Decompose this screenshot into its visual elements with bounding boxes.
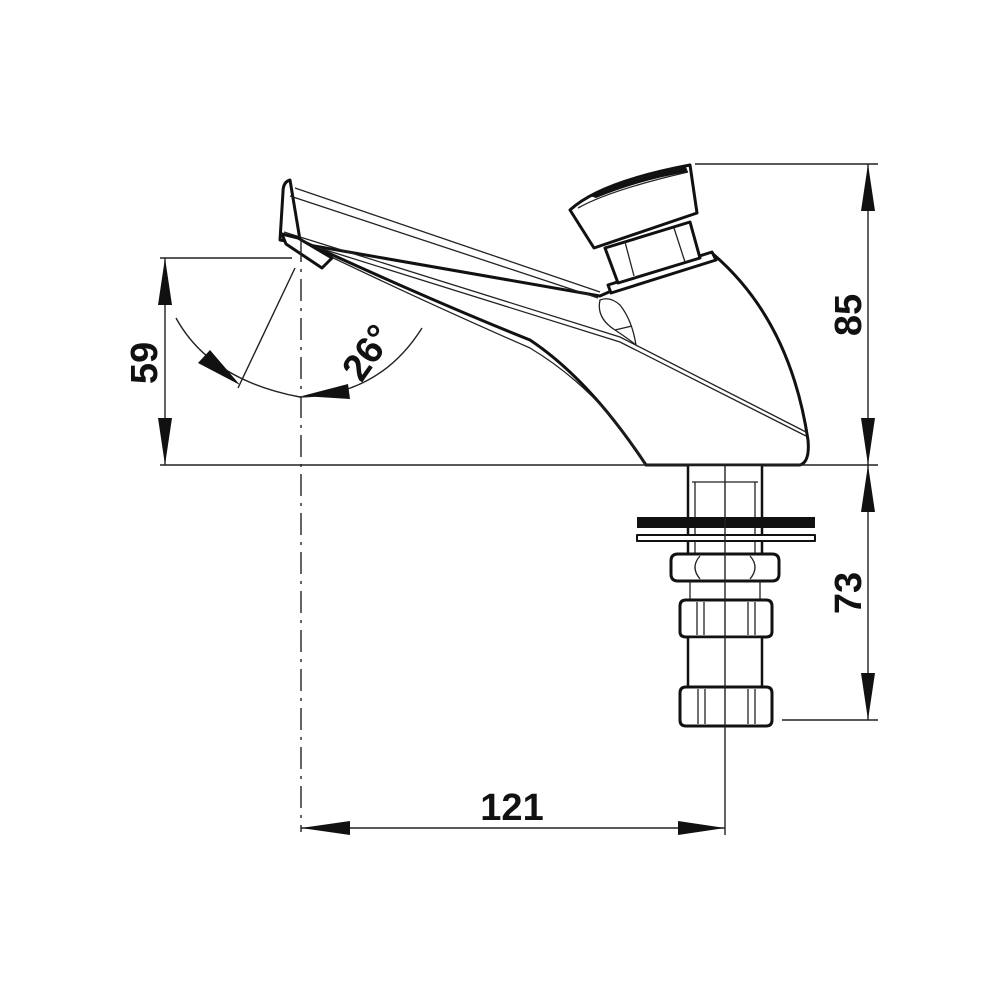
dimension-73: 73 — [828, 465, 875, 720]
dimension-label-121: 121 — [480, 787, 543, 829]
button-stem — [603, 220, 702, 285]
tap-body — [278, 178, 810, 467]
dimension-26-degrees: 26° — [175, 318, 423, 399]
aerator-tip — [280, 232, 334, 270]
push-button-cap — [568, 163, 699, 250]
dimension-59: 59 — [124, 258, 172, 465]
dimension-label-73: 73 — [828, 572, 870, 614]
dimension-label-26-degrees: 26° — [334, 318, 401, 389]
dimension-85: 85 — [828, 164, 875, 465]
dimension-label-85: 85 — [828, 294, 870, 336]
shank-assembly — [636, 463, 816, 728]
extension-lines — [160, 163, 878, 835]
dimension-121: 121 — [301, 787, 725, 835]
dimension-label-59: 59 — [124, 342, 166, 384]
